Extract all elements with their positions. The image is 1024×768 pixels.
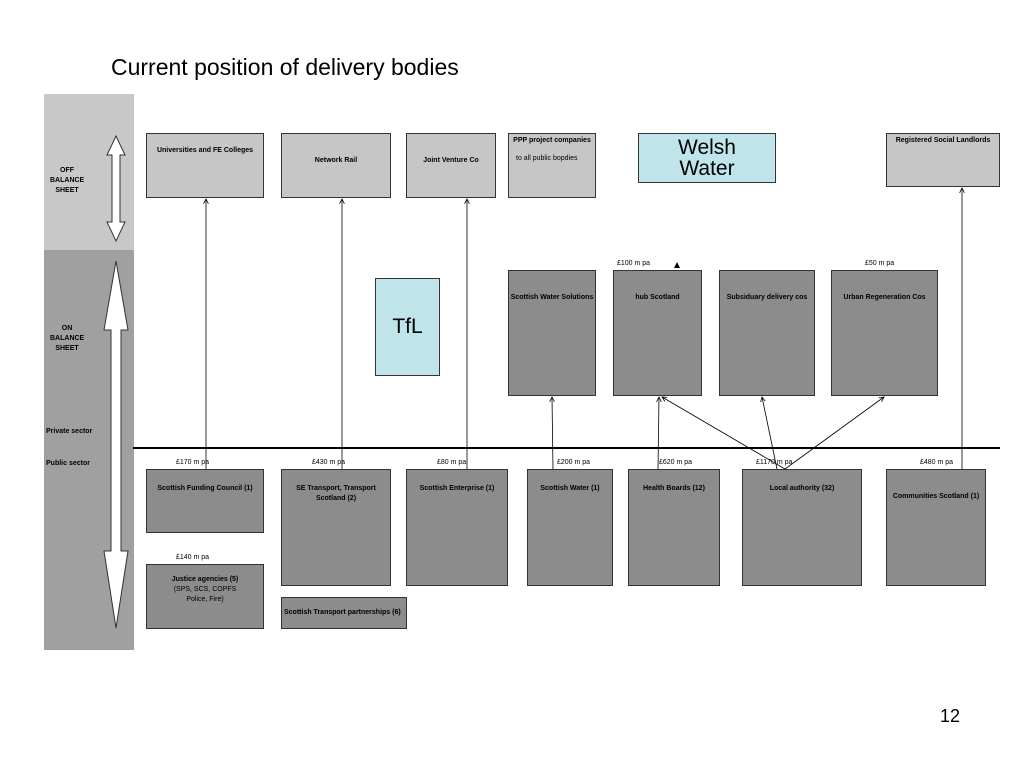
off-balance-label: OFF BALANCE SHEET xyxy=(50,167,85,194)
arrow-water-to-solutions xyxy=(552,397,553,470)
hub-scotland-box: hub Scotland xyxy=(613,270,702,396)
amount-50: £50 m pa xyxy=(865,260,895,267)
amount-200: £200 m pa xyxy=(557,459,591,466)
small-triangle-marker xyxy=(674,262,680,268)
public-sector-label: Public sector xyxy=(46,460,90,467)
health-boards-box: Health Boards (12) xyxy=(628,469,720,586)
ppp-subtitle: to all public bopdies xyxy=(516,155,578,162)
tfl-box: TfL xyxy=(375,278,440,376)
private-sector-label: Private sector xyxy=(46,428,93,435)
joint-venture-box: Joint Venture Co xyxy=(406,133,496,198)
off-balance-double-arrow xyxy=(106,134,126,243)
universities-box: Universities and FE Colleges xyxy=(146,133,264,198)
ppp-title: PPP project companies xyxy=(513,137,591,144)
amount-170: £170 m pa xyxy=(176,459,210,466)
ppp-companies-box: PPP project companies to all public bopd… xyxy=(508,133,596,198)
arrow-local-to-subsidiary xyxy=(762,397,778,470)
social-landlords-box: Registered Social Landlords xyxy=(886,133,1000,187)
se-transport-box: SE Transport, Transport Scotland (2) xyxy=(281,469,391,586)
subsidiary-box: Subsiduary delivery cos xyxy=(719,270,815,396)
funding-council-box: Scottish Funding Council (1) xyxy=(146,469,264,533)
arrow-health-to-hub xyxy=(658,397,659,470)
on-balance-double-arrow xyxy=(103,260,129,629)
local-authority-box: Local authority (32) xyxy=(742,469,862,586)
amount-480: £480 m pa xyxy=(920,459,954,466)
amount-430: £430 m pa xyxy=(312,459,346,466)
scottish-enterprise-box: Scottish Enterprise (1) xyxy=(406,469,508,586)
amount-100: £100 m pa xyxy=(617,260,651,267)
amount-620: £620 m pa xyxy=(659,459,693,466)
network-rail-box: Network Rail xyxy=(281,133,391,198)
arrow-local-to-urban xyxy=(784,397,884,470)
amount-80: £80 m pa xyxy=(437,459,467,466)
amount-140: £140 m pa xyxy=(176,554,210,561)
urban-regeneration-box: Urban Regeneration Cos xyxy=(831,270,938,396)
transport-partnerships-box: Scottish Transport partnerships (6) xyxy=(281,597,407,629)
welsh-water-label: Welsh Water xyxy=(678,136,736,180)
scottish-water-solutions-box: Scottish Water Solutions xyxy=(508,270,596,396)
justice-title: Justice agencies (5) xyxy=(171,576,239,583)
arrow-local-to-hub xyxy=(662,397,786,470)
on-balance-label: ON BALANCE SHEET xyxy=(50,325,85,352)
welsh-water-box: Welsh Water xyxy=(638,133,776,183)
sector-divider xyxy=(133,447,1000,449)
justice-subtitle: (SPS, SCS, COPFS Police, Fire) xyxy=(173,586,237,603)
scottish-water-box: Scottish Water (1) xyxy=(527,469,613,586)
justice-agencies-box: Justice agencies (5) (SPS, SCS, COPFS Po… xyxy=(146,564,264,629)
page-number: 12 xyxy=(940,706,961,726)
communities-box: Communities Scotland (1) xyxy=(886,469,986,586)
slide-title: Current position of delivery bodies xyxy=(111,54,459,80)
